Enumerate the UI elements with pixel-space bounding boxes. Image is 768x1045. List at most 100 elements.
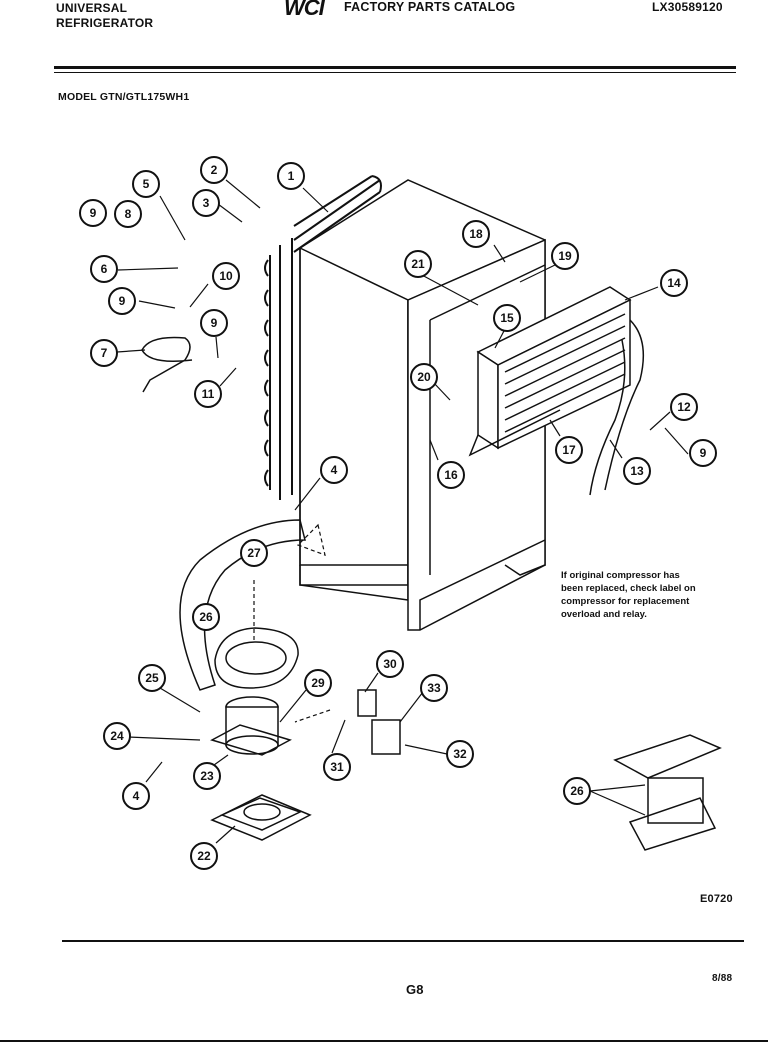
svg-text:16: 16: [444, 468, 458, 482]
note-line: been replaced, check label on: [561, 583, 696, 594]
callout-22: 22: [190, 842, 218, 870]
callout-32: 32: [446, 740, 474, 768]
svg-text:3: 3: [203, 196, 210, 210]
callout-9: 9: [108, 287, 136, 315]
svg-text:14: 14: [667, 276, 681, 290]
model-label: MODEL GTN/GTL175WH1: [58, 91, 190, 103]
callout-25: 25: [138, 664, 166, 692]
svg-text:21: 21: [411, 257, 425, 271]
callout-2: 2: [200, 156, 228, 184]
leader-lines: [116, 179, 689, 844]
svg-text:12: 12: [677, 400, 691, 414]
svg-text:13: 13: [630, 464, 644, 478]
relay: [371, 719, 401, 755]
svg-text:6: 6: [101, 262, 108, 276]
svg-text:31: 31: [330, 760, 344, 774]
callout-24: 24: [103, 722, 131, 750]
evaporator: [468, 286, 645, 496]
svg-text:10: 10: [219, 269, 233, 283]
svg-text:27: 27: [247, 546, 261, 560]
header-rule-thin: [54, 72, 736, 73]
callout-9: 9: [689, 439, 717, 467]
mounting-bracket: [210, 794, 312, 841]
callout-23: 23: [193, 762, 221, 790]
compressor-note: If original compressor has been replaced…: [561, 569, 751, 621]
callout-26: 26: [563, 777, 591, 805]
callout-29: 29: [304, 669, 332, 697]
callout-10: 10: [212, 262, 240, 290]
assembly-leader: [253, 523, 331, 723]
callout-3: 3: [192, 189, 220, 217]
brand-line-1: UNIVERSAL: [56, 1, 128, 15]
svg-text:11: 11: [202, 387, 215, 401]
svg-text:26: 26: [570, 784, 584, 798]
svg-text:26: 26: [199, 610, 213, 624]
callout-26: 26: [192, 603, 220, 631]
callout-18: 18: [462, 220, 490, 248]
note-line: compressor for replacement: [561, 596, 690, 607]
svg-text:7: 7: [101, 346, 108, 360]
compressor-base-pan: [214, 627, 299, 689]
power-cord: [141, 336, 193, 393]
callout-8: 8: [114, 200, 142, 228]
callout-4: 4: [320, 456, 348, 484]
svg-text:22: 22: [197, 849, 211, 863]
svg-text:4: 4: [133, 789, 140, 803]
svg-text:29: 29: [311, 676, 325, 690]
header-rule-thick: [54, 66, 736, 69]
callout-12: 12: [670, 393, 698, 421]
callout-1: 1: [277, 162, 305, 190]
svg-text:20: 20: [417, 370, 431, 384]
svg-text:15: 15: [500, 311, 514, 325]
callout-33: 33: [420, 674, 448, 702]
note-line: overload and relay.: [561, 609, 647, 620]
callout-15: 15: [493, 304, 521, 332]
compressor-inset: [613, 734, 722, 851]
callout-6: 6: [90, 255, 118, 283]
svg-text:1: 1: [288, 169, 295, 183]
callout-20: 20: [410, 363, 438, 391]
callout-11: 11: [194, 380, 222, 408]
callout-17: 17: [555, 436, 583, 464]
condenser-coil: [264, 175, 382, 500]
svg-text:19: 19: [558, 249, 572, 263]
callout-9: 9: [79, 199, 107, 227]
callout-9: 9: [200, 309, 228, 337]
catalog-number: LX30589120: [652, 0, 723, 14]
callout-4: 4: [122, 782, 150, 810]
bottom-rule: [0, 1040, 768, 1042]
footer-rule: [62, 940, 744, 942]
svg-text:8: 8: [125, 207, 132, 221]
svg-text:17: 17: [562, 443, 576, 457]
callout-7: 7: [90, 339, 118, 367]
svg-text:9: 9: [90, 206, 97, 220]
callout-21: 21: [404, 250, 432, 278]
svg-text:9: 9: [119, 294, 126, 308]
svg-text:30: 30: [383, 657, 397, 671]
callout-13: 13: [623, 457, 651, 485]
wci-logo: WCI: [284, 0, 325, 20]
callout-5: 5: [132, 170, 160, 198]
svg-text:18: 18: [469, 227, 483, 241]
catalog-title: FACTORY PARTS CATALOG: [344, 0, 516, 14]
callout-27: 27: [240, 539, 268, 567]
svg-text:9: 9: [211, 316, 218, 330]
callout-16: 16: [437, 461, 465, 489]
svg-text:24: 24: [110, 729, 124, 743]
svg-text:32: 32: [453, 747, 467, 761]
svg-text:9: 9: [700, 446, 707, 460]
diagram-code: E0720: [700, 893, 733, 905]
callout-19: 19: [551, 242, 579, 270]
footer-date: 8/88: [712, 973, 733, 984]
callout-31: 31: [323, 753, 351, 781]
svg-text:33: 33: [427, 681, 441, 695]
svg-text:4: 4: [331, 463, 338, 477]
note-line: If original compressor has: [561, 570, 680, 581]
compressor: [210, 696, 292, 756]
callout-30: 30: [376, 650, 404, 678]
svg-text:23: 23: [200, 769, 214, 783]
page-number: G8: [406, 982, 424, 997]
svg-text:2: 2: [211, 163, 218, 177]
svg-text:5: 5: [143, 177, 150, 191]
